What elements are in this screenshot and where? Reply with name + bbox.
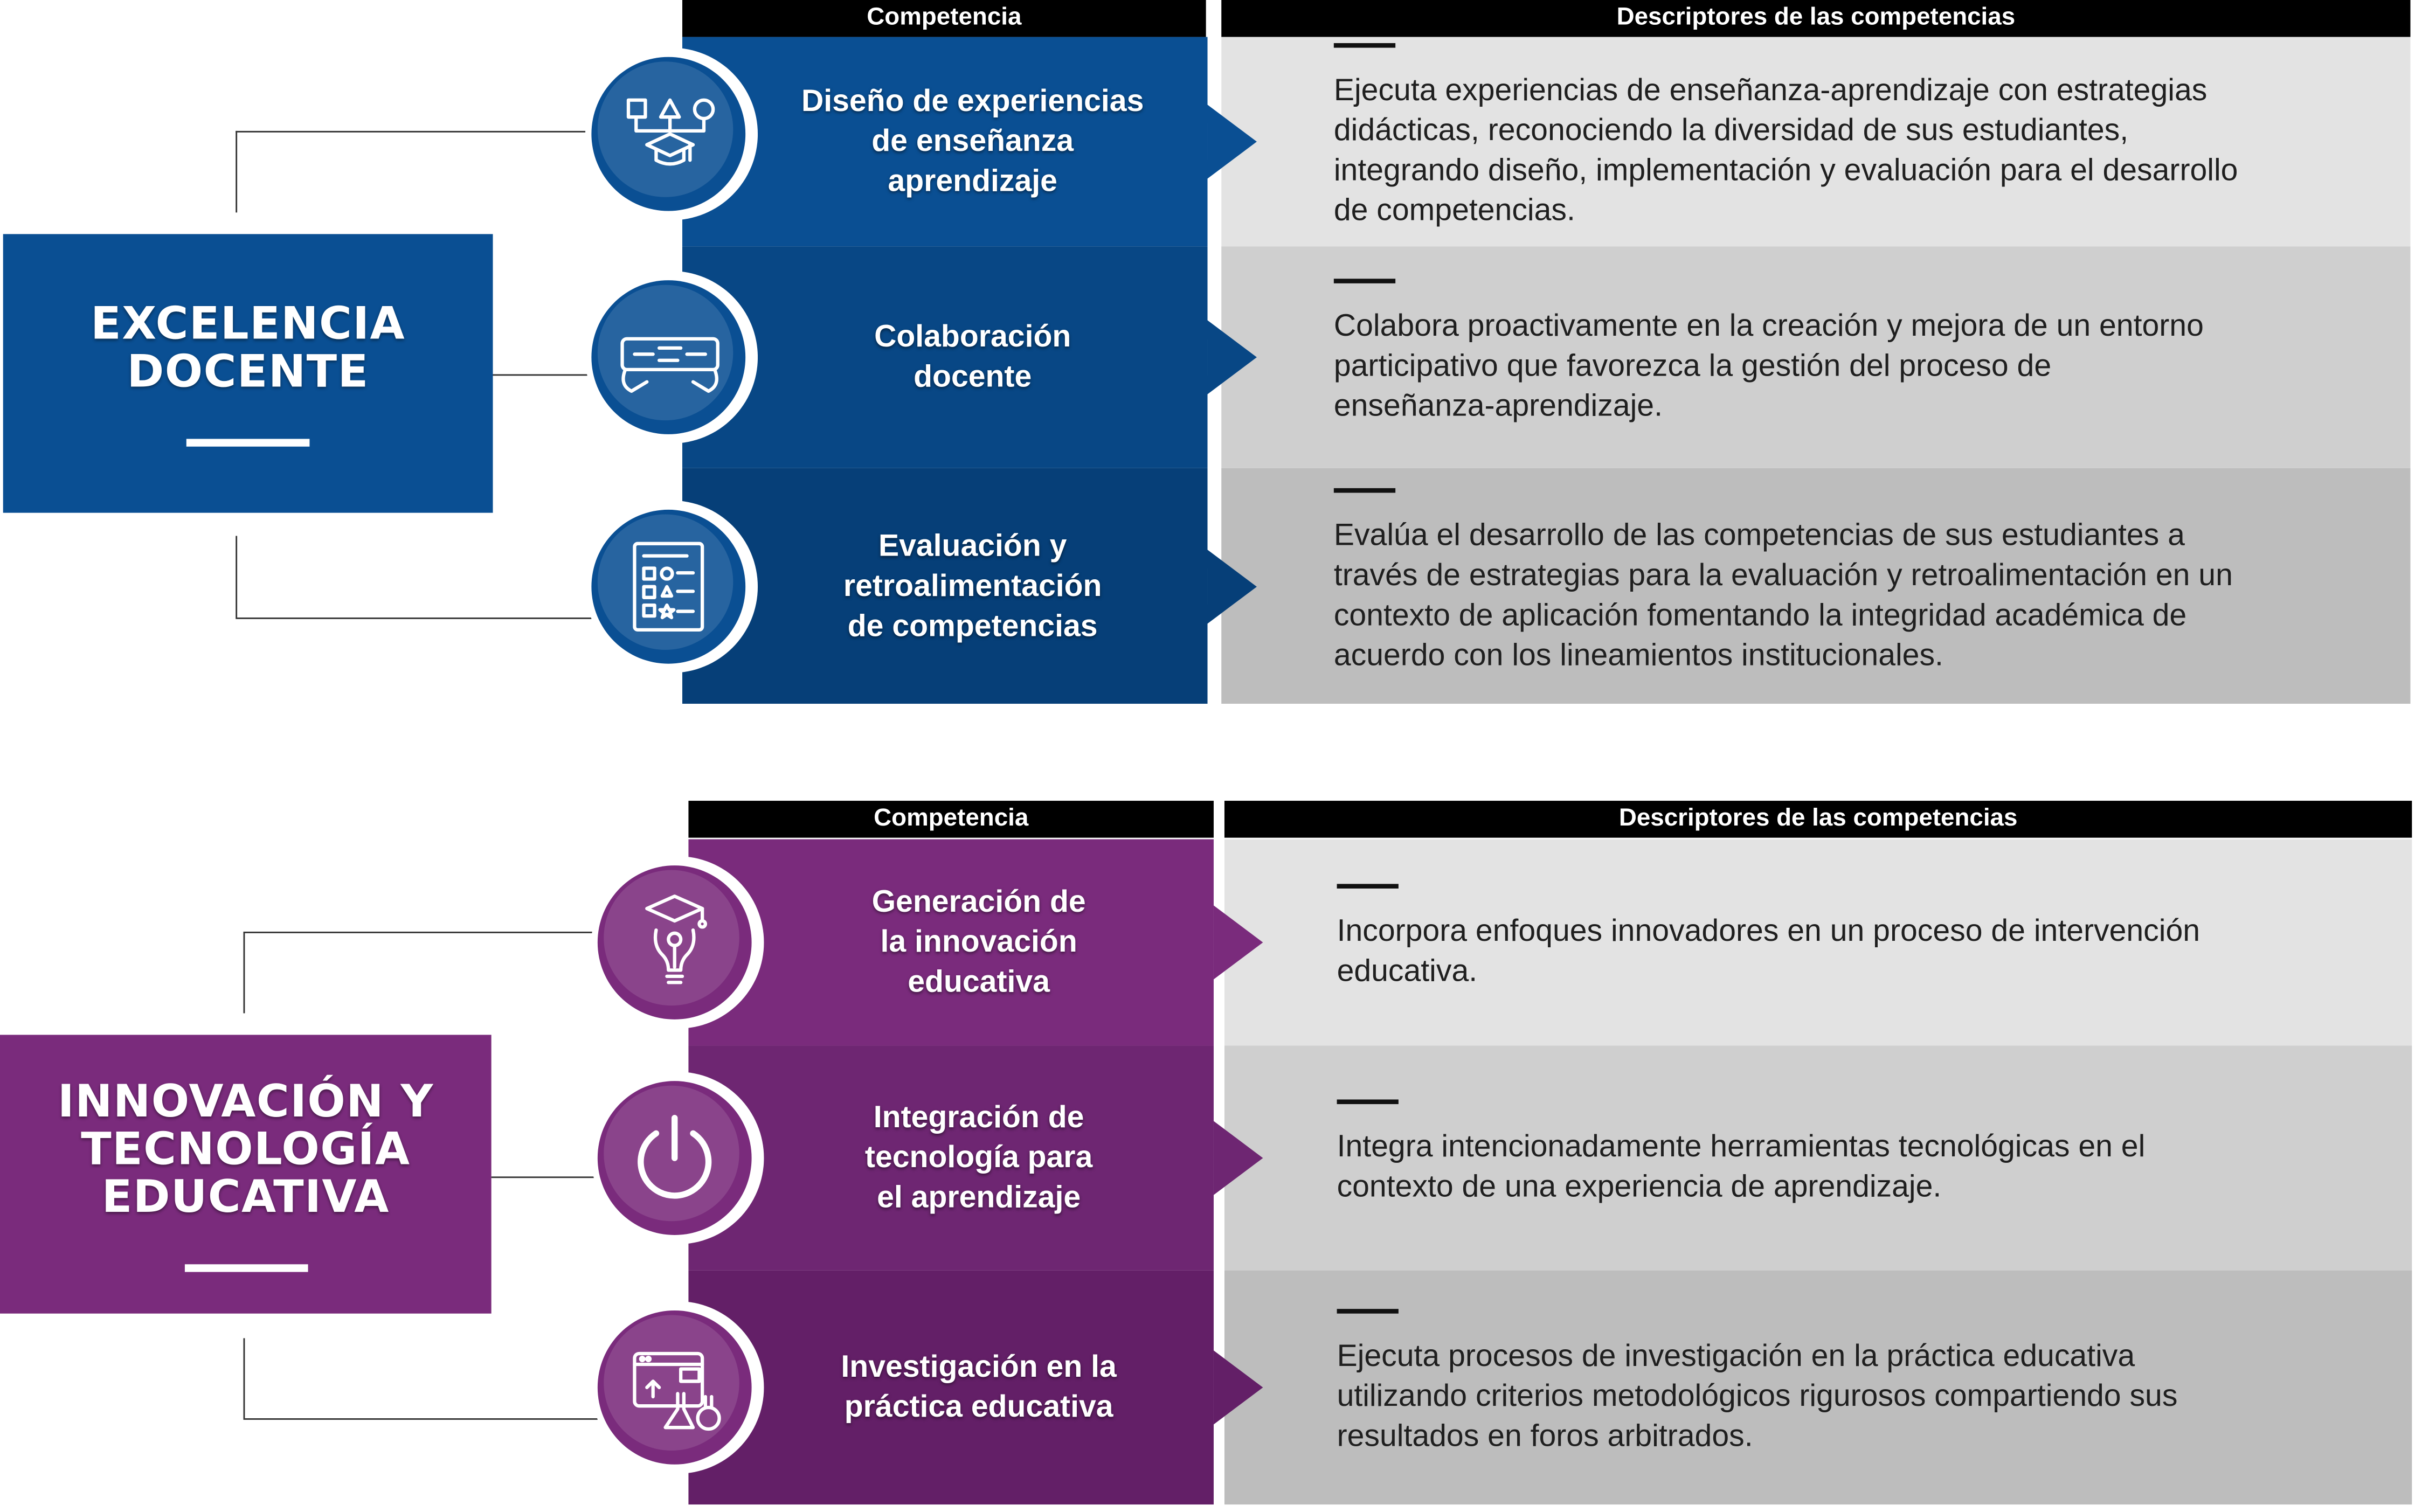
descriptor-text: Ejecuta procesos de investigación en la … <box>1337 1340 2178 1454</box>
competencia-label-line: Colaboración <box>874 320 1071 355</box>
band-arrow <box>1207 320 1257 394</box>
competencia-label-line: docente <box>914 360 1032 394</box>
competencia-label-line: la innovación <box>880 925 1077 960</box>
descriptor-text: Incorpora enfoques innovadores en un pro… <box>1337 914 2201 989</box>
research-lab-icon <box>591 1301 764 1474</box>
descriptor-text: Ejecuta experiencias de enseñanza-aprend… <box>1333 74 2238 228</box>
connector-line <box>236 617 592 619</box>
connector-line <box>493 374 592 376</box>
category-title-line: DOCENTE <box>127 345 369 398</box>
descriptor-panel: Ejecuta procesos de investigación en la … <box>1224 1270 2412 1505</box>
descriptor-dash <box>1333 43 1396 48</box>
descriptor-dash <box>1337 1309 1399 1314</box>
competencia-label-line: retroalimentación <box>843 568 1102 603</box>
descriptor-dash <box>1337 884 1399 889</box>
descriptor-panel: Colabora proactivamente en la creación y… <box>1221 246 2411 468</box>
shapes-graduation-cap-icon <box>585 47 758 220</box>
band-arrow <box>1207 549 1257 623</box>
competencia-label: Integración de tecnología para el aprendiz… <box>688 1098 1214 1218</box>
connector-line <box>243 931 245 1014</box>
competencia-label: Generación de la innovación educativa <box>688 883 1214 1003</box>
competencia-band: Integración de tecnología para el aprendiz… <box>688 1045 1214 1271</box>
competencia-label-line: el aprendizaje <box>877 1181 1081 1215</box>
competencia-label-line: Investigación en la <box>841 1350 1117 1385</box>
band-arrow <box>1213 1121 1263 1195</box>
band-arrow <box>1213 905 1263 980</box>
band-arrow <box>1207 105 1257 179</box>
competencia-label-line: Integración de <box>873 1101 1084 1135</box>
descriptor-dash <box>1333 487 1396 493</box>
competencia-band: Generación de la innovación educativa <box>688 839 1214 1046</box>
competencia-label: Colaboración docente <box>682 317 1208 398</box>
descriptor-text: Colabora proactivamente en la creación y… <box>1333 309 2204 424</box>
lightbulb-graduation-icon <box>591 856 764 1029</box>
category-underline <box>184 1263 308 1272</box>
competencia-label-line: de enseñanza <box>871 124 1074 159</box>
competencia-label-line: Generación de <box>871 885 1086 920</box>
competencia-header: Competencia <box>682 0 1206 37</box>
connector-line <box>491 1176 598 1178</box>
connector-line <box>243 931 598 933</box>
competencia-label-line: Evaluación y <box>878 529 1067 563</box>
descriptor-text: Integra intencionadamente herramientas t… <box>1337 1130 2146 1204</box>
competencia-band: Evaluación y retroalimentación de competen… <box>682 468 1208 704</box>
category-title-line: EXCELENCIA <box>91 297 406 350</box>
descriptor-panel: Ejecuta experiencias de enseñanza-aprend… <box>1221 37 2411 247</box>
category-title-line: INNOVACIÓN Y <box>57 1074 434 1127</box>
category-title-line: TECNOLOGÍA <box>81 1121 411 1175</box>
competencia-label-line: aprendizaje <box>888 164 1057 199</box>
descriptor-text: Evalúa el desarrollo de las competencias… <box>1333 518 2233 672</box>
power-icon <box>591 1072 764 1245</box>
competencia-label-line: de competencias <box>847 609 1098 643</box>
band-arrow <box>1213 1350 1263 1425</box>
descriptor-dash <box>1333 279 1396 283</box>
competencia-band: Investigación en la práctica educativa <box>688 1270 1214 1505</box>
connector-line <box>243 1418 598 1420</box>
descriptores-header: Descriptores de las competencias <box>1221 0 2411 37</box>
competencia-label-line: práctica educativa <box>844 1390 1113 1425</box>
descriptor-panel: Integra intencionadamente herramientas t… <box>1224 1045 2412 1271</box>
connector-line <box>236 130 238 213</box>
competencia-label-line: educativa <box>908 965 1050 1000</box>
competencia-label: Investigación en la práctica educativa <box>688 1348 1214 1428</box>
category-underline <box>186 439 310 447</box>
descriptores-header: Descriptores de las competencias <box>1224 801 2412 838</box>
category-title-line: EDUCATIVA <box>101 1169 390 1222</box>
connector-line <box>236 536 238 618</box>
competencia-label: Diseño de experiencias de enseñanza aprend… <box>682 81 1208 202</box>
collaboration-hands-icon <box>585 271 758 444</box>
descriptor-panel: Evalúa el desarrollo de las competencias… <box>1221 468 2411 704</box>
competencia-label: Evaluación y retroalimentación de competen… <box>682 526 1208 646</box>
competencia-label-line: tecnología para <box>864 1141 1093 1175</box>
competencia-label-line: Diseño de experiencias <box>801 85 1144 119</box>
competencia-band: Colaboración docente <box>682 246 1208 468</box>
evaluation-checklist-icon <box>585 500 758 672</box>
descriptor-dash <box>1337 1099 1399 1105</box>
descriptor-panel: Incorpora enfoques innovadores en un pro… <box>1224 839 2412 1046</box>
connector-line <box>243 1338 245 1419</box>
competencia-band: Diseño de experiencias de enseñanza aprend… <box>682 37 1208 247</box>
competencia-header: Competencia <box>688 801 1214 838</box>
connector-line <box>236 130 592 133</box>
